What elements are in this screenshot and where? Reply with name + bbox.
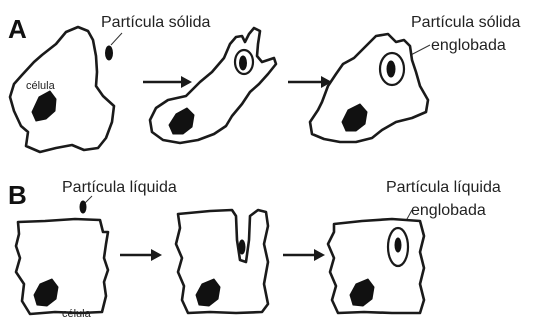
panel-a-engulfed-label-line-2: englobada bbox=[431, 37, 506, 54]
panel-b-particle-leader bbox=[85, 196, 92, 203]
panel-b-cell-stage-2 bbox=[176, 210, 268, 313]
panel-b-particle-label: Partícula líquida bbox=[62, 179, 177, 196]
panel-b-arrow-2 bbox=[283, 249, 325, 261]
panel-a-arrow-2 bbox=[288, 76, 332, 88]
panel-b-engulfed-liquid-droplet bbox=[395, 238, 401, 252]
panel-b-cell-stage-1 bbox=[16, 219, 108, 314]
panel-b-engulfed-label-line-1: Partícula líquida bbox=[386, 179, 501, 196]
panel-a-engulfed-label-line-1: Partícula sólida bbox=[411, 14, 520, 31]
panel-b-liquid-droplet bbox=[80, 201, 86, 213]
panel-a: A Partícula sólida célula Partícula sóli… bbox=[8, 14, 520, 152]
panel-b-cell-stage-3 bbox=[328, 219, 424, 313]
panel-b-engulfed-label-line-2: englobada bbox=[411, 202, 486, 219]
panel-a-particle-label: Partícula sólida bbox=[101, 14, 210, 31]
panel-a-arrow-1 bbox=[143, 76, 192, 88]
panel-b-letter: B bbox=[8, 180, 27, 210]
panel-a-solid-particle bbox=[106, 46, 113, 60]
panel-b-cell-label: célula bbox=[62, 308, 92, 320]
panel-b: B Partícula líquida célula Partícula líq… bbox=[8, 179, 501, 320]
panel-a-particle-leader bbox=[111, 33, 122, 45]
panel-b-arrow-1 bbox=[120, 249, 162, 261]
panel-b-droplet-in-invagination bbox=[239, 240, 245, 254]
panel-a-cell-label: célula bbox=[26, 80, 56, 92]
panel-a-engulfed-solid-particle bbox=[387, 61, 395, 77]
panel-a-particle-being-engulfed bbox=[240, 56, 247, 70]
panel-a-cell-stage-3 bbox=[310, 34, 428, 142]
panel-a-letter: A bbox=[8, 14, 27, 44]
